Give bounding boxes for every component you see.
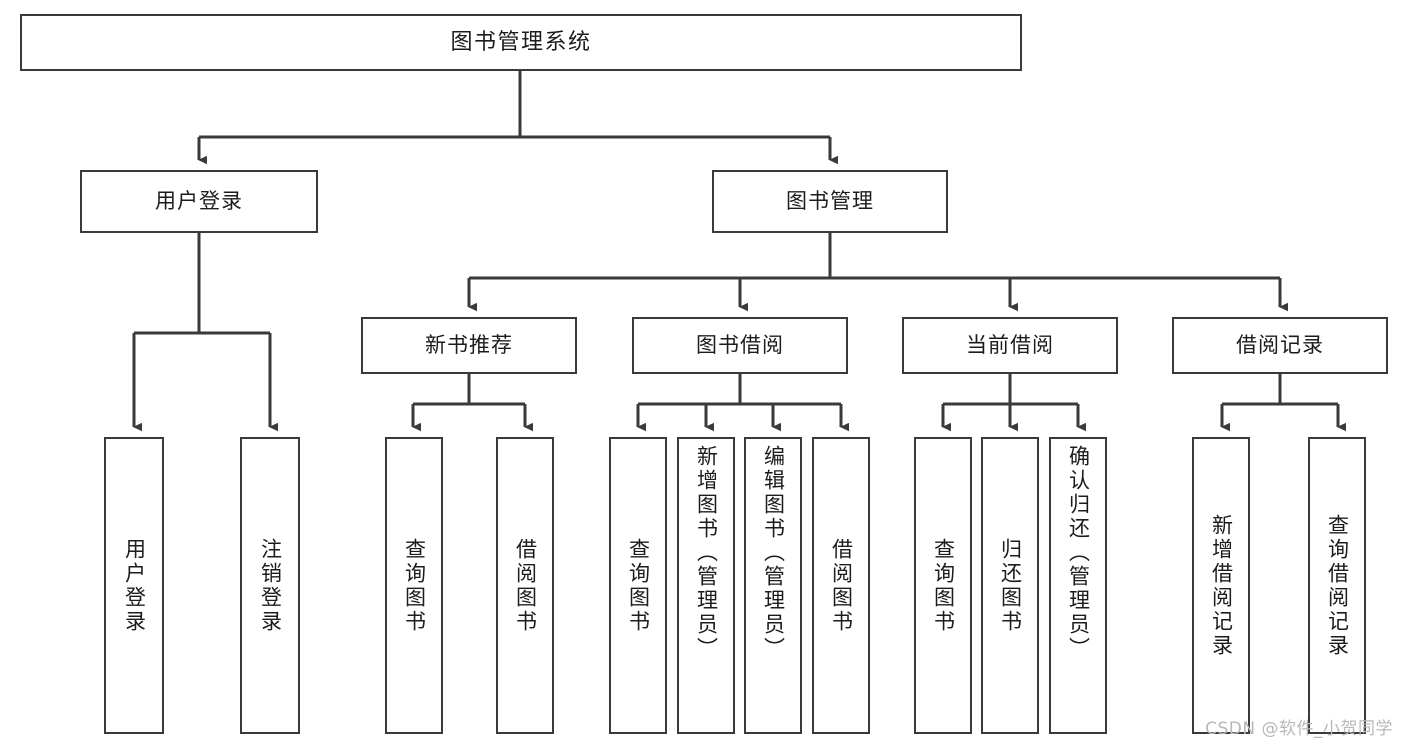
leaf-current-return-book-label: 归还图书 xyxy=(998,537,1023,634)
leaf-borrow-query-book-label: 查询图书 xyxy=(626,537,651,634)
watermark-text: CSDN @软件_小贺同学 xyxy=(1205,719,1393,739)
leaf-borrow-add-book[interactable]: 新增图书（管理员） xyxy=(677,437,735,734)
leaf-current-confirm-return[interactable]: 确认归还（管理员） xyxy=(1049,437,1107,734)
node-current-borrow[interactable]: 当前借阅 xyxy=(902,317,1118,374)
leaf-borrow-borrow-book[interactable]: 借阅图书 xyxy=(812,437,870,734)
node-book-management[interactable]: 图书管理 xyxy=(712,170,948,233)
leaf-user-login-signout[interactable]: 注销登录 xyxy=(240,437,300,734)
leaf-borrow-edit-book[interactable]: 编辑图书（管理员） xyxy=(744,437,802,734)
node-user-login-label: 用户登录 xyxy=(155,189,243,214)
node-book-borrow-label: 图书借阅 xyxy=(696,333,784,358)
leaf-record-query[interactable]: 查询借阅记录 xyxy=(1308,437,1366,734)
leaf-borrow-borrow-book-label: 借阅图书 xyxy=(829,537,854,634)
leaf-current-return-book[interactable]: 归还图书 xyxy=(981,437,1039,734)
leaf-borrow-add-book-label: 新增图书（管理员） xyxy=(694,445,719,661)
node-new-book-recommend[interactable]: 新书推荐 xyxy=(361,317,577,374)
leaf-borrow-edit-book-label: 编辑图书（管理员） xyxy=(761,445,786,661)
node-book-borrow[interactable]: 图书借阅 xyxy=(632,317,848,374)
leaf-user-login-signout-label: 注销登录 xyxy=(258,537,283,634)
leaf-new-book-borrow-label: 借阅图书 xyxy=(513,537,538,634)
leaf-new-book-query-label: 查询图书 xyxy=(402,537,427,634)
leaf-record-query-label: 查询借阅记录 xyxy=(1325,513,1350,658)
node-root[interactable]: 图书管理系统 xyxy=(20,14,1022,71)
leaf-new-book-borrow[interactable]: 借阅图书 xyxy=(496,437,554,734)
leaf-user-login-signin[interactable]: 用户登录 xyxy=(104,437,164,734)
node-root-label: 图书管理系统 xyxy=(450,29,592,55)
leaf-current-query-book[interactable]: 查询图书 xyxy=(914,437,972,734)
leaf-new-book-query[interactable]: 查询图书 xyxy=(385,437,443,734)
node-book-management-label: 图书管理 xyxy=(786,189,874,214)
leaf-user-login-signin-label: 用户登录 xyxy=(122,537,147,634)
leaf-record-add[interactable]: 新增借阅记录 xyxy=(1192,437,1250,734)
leaf-current-confirm-return-label: 确认归还（管理员） xyxy=(1066,445,1091,661)
leaf-current-query-book-label: 查询图书 xyxy=(931,537,956,634)
node-borrow-record[interactable]: 借阅记录 xyxy=(1172,317,1388,374)
node-current-borrow-label: 当前借阅 xyxy=(966,333,1054,358)
node-user-login[interactable]: 用户登录 xyxy=(80,170,318,233)
node-new-book-recommend-label: 新书推荐 xyxy=(425,333,513,358)
node-borrow-record-label: 借阅记录 xyxy=(1236,333,1324,358)
leaf-borrow-query-book[interactable]: 查询图书 xyxy=(609,437,667,734)
leaf-record-add-label: 新增借阅记录 xyxy=(1209,513,1234,658)
